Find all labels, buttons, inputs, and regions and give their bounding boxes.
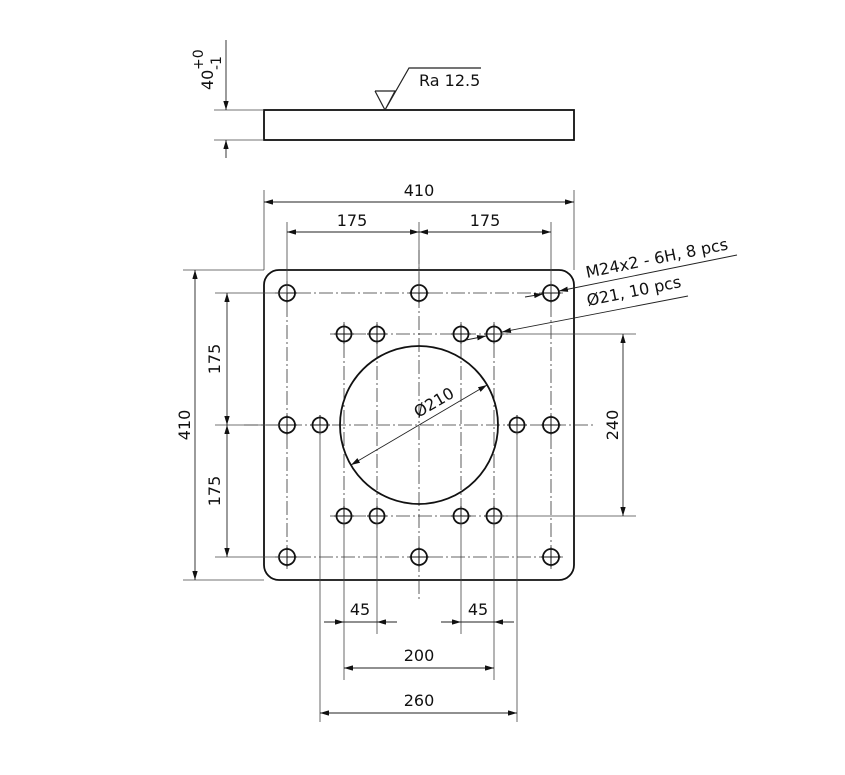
bottom-right-45-label: 45 xyxy=(468,600,488,619)
thread-callout-label: M24x2 - 6H, 8 pcs xyxy=(584,234,730,281)
top-left-175-label: 175 xyxy=(337,211,368,230)
bottom-260-label: 260 xyxy=(404,691,435,710)
tolerance-upper: +0 xyxy=(191,49,207,70)
bottom-dimensions: 45 45 200 260 xyxy=(319,425,518,722)
surface-finish-label: Ra 12.5 xyxy=(419,71,480,90)
top-view: Ø210 xyxy=(175,181,738,722)
threaded-hole xyxy=(541,547,561,567)
top-dimensions: 410 175 175 xyxy=(263,181,575,293)
side-view: 40 +0 -1 Ra 12.5 xyxy=(191,40,575,158)
left-upper-175-label: 175 xyxy=(205,344,224,375)
left-lower-175-label: 175 xyxy=(205,476,224,507)
tolerance-lower: -1 xyxy=(209,56,225,70)
central-bore xyxy=(339,345,499,505)
thickness-label: 40 xyxy=(198,70,217,90)
right-dimension-240: 240 xyxy=(494,333,636,517)
callouts: M24x2 - 6H, 8 pcs Ø21, 10 pcs xyxy=(465,234,738,341)
surface-finish-symbol: Ra 12.5 xyxy=(374,67,481,111)
threaded-hole xyxy=(409,547,429,567)
overall-height-label: 410 xyxy=(175,410,194,441)
through-hole xyxy=(451,324,471,344)
threaded-hole xyxy=(541,415,561,435)
bottom-200-label: 200 xyxy=(404,646,435,665)
top-right-175-label: 175 xyxy=(470,211,501,230)
left-dimensions: 410 175 175 xyxy=(175,269,287,581)
row-spacing-240-label: 240 xyxy=(603,410,622,441)
side-view-plate xyxy=(263,109,575,141)
bottom-left-45-label: 45 xyxy=(350,600,370,619)
through-hole xyxy=(367,324,387,344)
through-hole xyxy=(334,324,354,344)
overall-width-label: 410 xyxy=(404,181,435,200)
thickness-dimension: 40 +0 -1 xyxy=(191,49,225,90)
